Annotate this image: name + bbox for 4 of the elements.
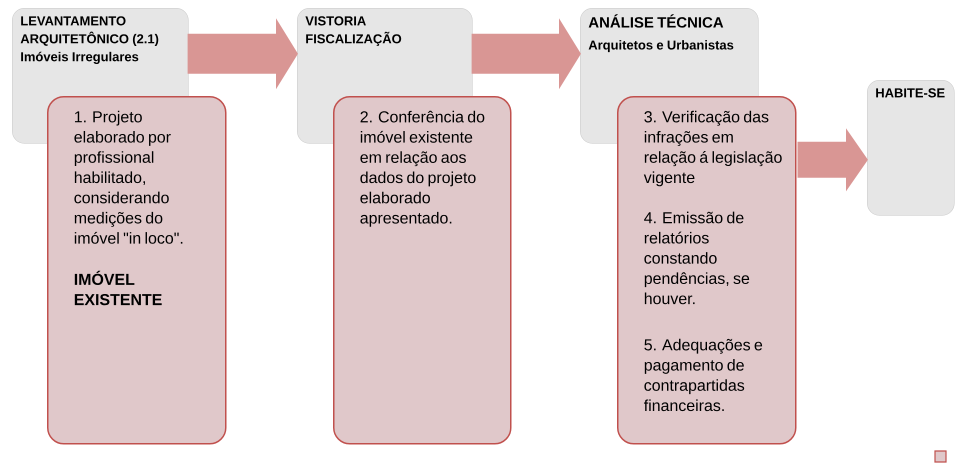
description-box: 2. Conferência do imóvel existente em relação aos dados do projeto elaborado apresentado. xyxy=(333,96,512,444)
description-box: 1. Projeto elaborado por profissional habilitado, considerando medições do imóvel "in loco". IMÓVEL EXISTENTE xyxy=(47,96,226,444)
step-box: HABITE-SE xyxy=(867,80,955,216)
description-box: 3. Verificação das infrações em relação á legislação vigente 4. Emissão de relatórios constando pendências, se houver. 5. Adequações e pagamento de contrapartidas financeiras. xyxy=(617,96,796,444)
